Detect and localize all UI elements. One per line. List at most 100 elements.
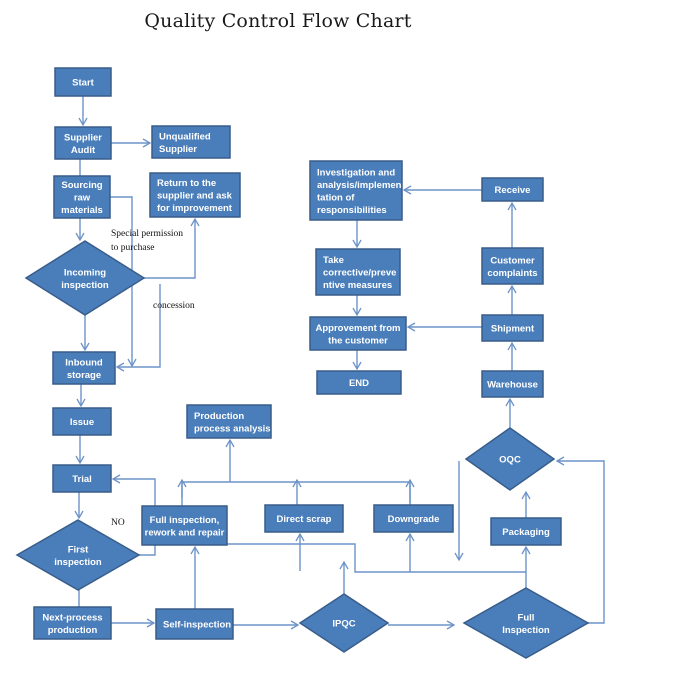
nodes-layer: StartSupplierAuditUnqualifiedSupplierSou… [15, 67, 590, 659]
node-ipqc: IPQC [298, 593, 390, 653]
node-label: for improvement [157, 203, 233, 214]
node-direct-scrap: Direct scrap [264, 504, 344, 533]
node-label: Downgrade [388, 514, 440, 525]
node-label: Warehouse [487, 380, 538, 391]
node-label: Unqualified [159, 131, 211, 142]
process-box [52, 407, 112, 436]
node-label: Inbound [65, 357, 103, 368]
connector-arrow [181, 481, 411, 506]
node-issue: Issue [52, 407, 112, 436]
node-label: Full [518, 612, 535, 623]
node-label: Audit [71, 145, 96, 156]
node-label: rework and repair [145, 527, 225, 538]
chart-title: Quality Control Flow Chart [144, 10, 412, 32]
process-box [373, 504, 454, 533]
node-start: Start [54, 67, 112, 97]
node-packaging: Packaging [490, 517, 562, 546]
decision-diamond [464, 427, 556, 491]
annotation-special-permission-line1: Special permission [111, 229, 183, 239]
node-first-inspection: First inspection [15, 519, 141, 591]
node-label: inspection [61, 280, 109, 291]
node-label: Supplier [64, 132, 102, 143]
process-box [155, 608, 234, 640]
process-box [481, 370, 544, 398]
process-box [141, 505, 228, 546]
connector-arrow [110, 196, 137, 368]
connector-arrow [144, 217, 200, 279]
connector-arrow [115, 284, 161, 372]
node-inbound-storage: Inbound storage [52, 351, 116, 385]
process-box [481, 247, 544, 285]
process-box [316, 370, 402, 395]
node-label: Customer [490, 255, 535, 266]
process-box [53, 175, 111, 219]
node-label: inspection [54, 557, 102, 568]
node-downgrade: Downgrade [373, 504, 454, 533]
node-label: storage [67, 370, 101, 381]
node-self-inspection: Self-inspection [155, 608, 234, 640]
node-full-inspection-rework: Full inspection,rework and repair [141, 505, 228, 546]
node-label: ntive measures [323, 280, 392, 291]
process-box [309, 160, 403, 221]
node-label: Issue [70, 417, 94, 428]
process-box [54, 67, 112, 97]
decision-diamond [24, 240, 146, 316]
node-label: Approvement from [316, 323, 401, 334]
node-label: analysis/implemen [317, 180, 402, 191]
edges-layer [74, 96, 605, 630]
node-label: Start [72, 78, 94, 89]
annotation-special-permission-line2: to purchase [111, 243, 155, 253]
process-box [481, 177, 544, 202]
node-oqc: OQC [464, 427, 556, 491]
node-incoming-inspection: Incoming inspection [24, 240, 146, 316]
node-receive: Receive [481, 177, 544, 202]
node-label: Full inspection, [150, 515, 220, 526]
node-label: production [48, 625, 98, 636]
process-box [186, 404, 272, 439]
node-label: raw [74, 193, 91, 204]
node-shipment: Shipment [481, 314, 544, 342]
node-label: Shipment [491, 324, 535, 335]
process-box [149, 172, 241, 218]
process-box [33, 606, 112, 640]
process-box [151, 125, 231, 159]
node-label: complaints [487, 268, 537, 279]
node-label: process analysis [194, 423, 271, 434]
node-label: the customer [328, 335, 388, 346]
annotation-no: NO [111, 518, 125, 528]
node-label: supplier and ask [157, 191, 233, 202]
process-box [54, 126, 112, 160]
node-label: Supplier [159, 144, 197, 155]
node-label: IPQC [332, 619, 355, 630]
node-label: Incoming [64, 267, 106, 278]
process-box [481, 314, 544, 342]
node-end: END [316, 370, 402, 395]
connector-arrow [227, 543, 526, 573]
node-label: Direct scrap [277, 514, 332, 525]
node-label: responsibilities [317, 205, 387, 216]
node-trial: Trial [52, 464, 112, 493]
decision-diamond [462, 587, 590, 659]
decision-diamond [298, 593, 390, 653]
decision-diamond [15, 519, 141, 591]
annotation-concession: concession [153, 301, 195, 311]
node-label: Take [323, 255, 344, 266]
node-label: Trial [72, 474, 92, 485]
process-box [52, 464, 112, 493]
annotations-layer: Special permission to purchase concessio… [111, 229, 195, 528]
node-label: materials [61, 205, 103, 216]
node-label: First [68, 544, 89, 555]
process-box [52, 351, 116, 385]
node-label: Sourcing [61, 180, 102, 191]
node-label: Next-process [42, 612, 102, 623]
node-label: OQC [499, 455, 521, 466]
node-label: Self-inspection [163, 620, 231, 631]
